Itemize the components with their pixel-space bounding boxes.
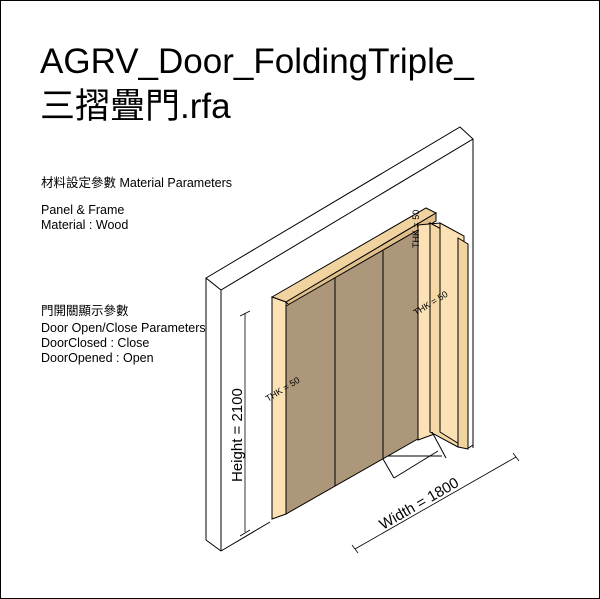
track-lines (382, 431, 447, 479)
open-close-line-opened: DoorOpened : Open (41, 351, 154, 365)
door-frame (270, 207, 438, 520)
folded-panel-stack (417, 222, 469, 450)
open-close-line-parameters: Door Open/Close Parameters (41, 321, 206, 335)
wall-outline (205, 126, 474, 552)
open-close-line-closed: DoorClosed : Close (41, 336, 150, 350)
family-title-line-1: AGRV_Door_FoldingTriple_ (40, 42, 474, 81)
height-dimension (239, 310, 251, 537)
material-line-wood: Material : Wood (41, 218, 129, 232)
door-panels (285, 222, 431, 515)
open-close-heading: 門開關顯示參數 (41, 304, 129, 318)
family-title-line-2: 三摺疊門.rfa (40, 87, 231, 126)
width-label: Width = 1800 (377, 474, 462, 533)
width-dimension (351, 452, 520, 554)
height-label: Height = 2100 (229, 388, 246, 482)
material-parameters-heading: 材料設定參數 Material Parameters (41, 176, 233, 190)
material-line-panel-frame: Panel & Frame (41, 203, 125, 217)
thk-top-label: THK = 50 (411, 210, 421, 248)
